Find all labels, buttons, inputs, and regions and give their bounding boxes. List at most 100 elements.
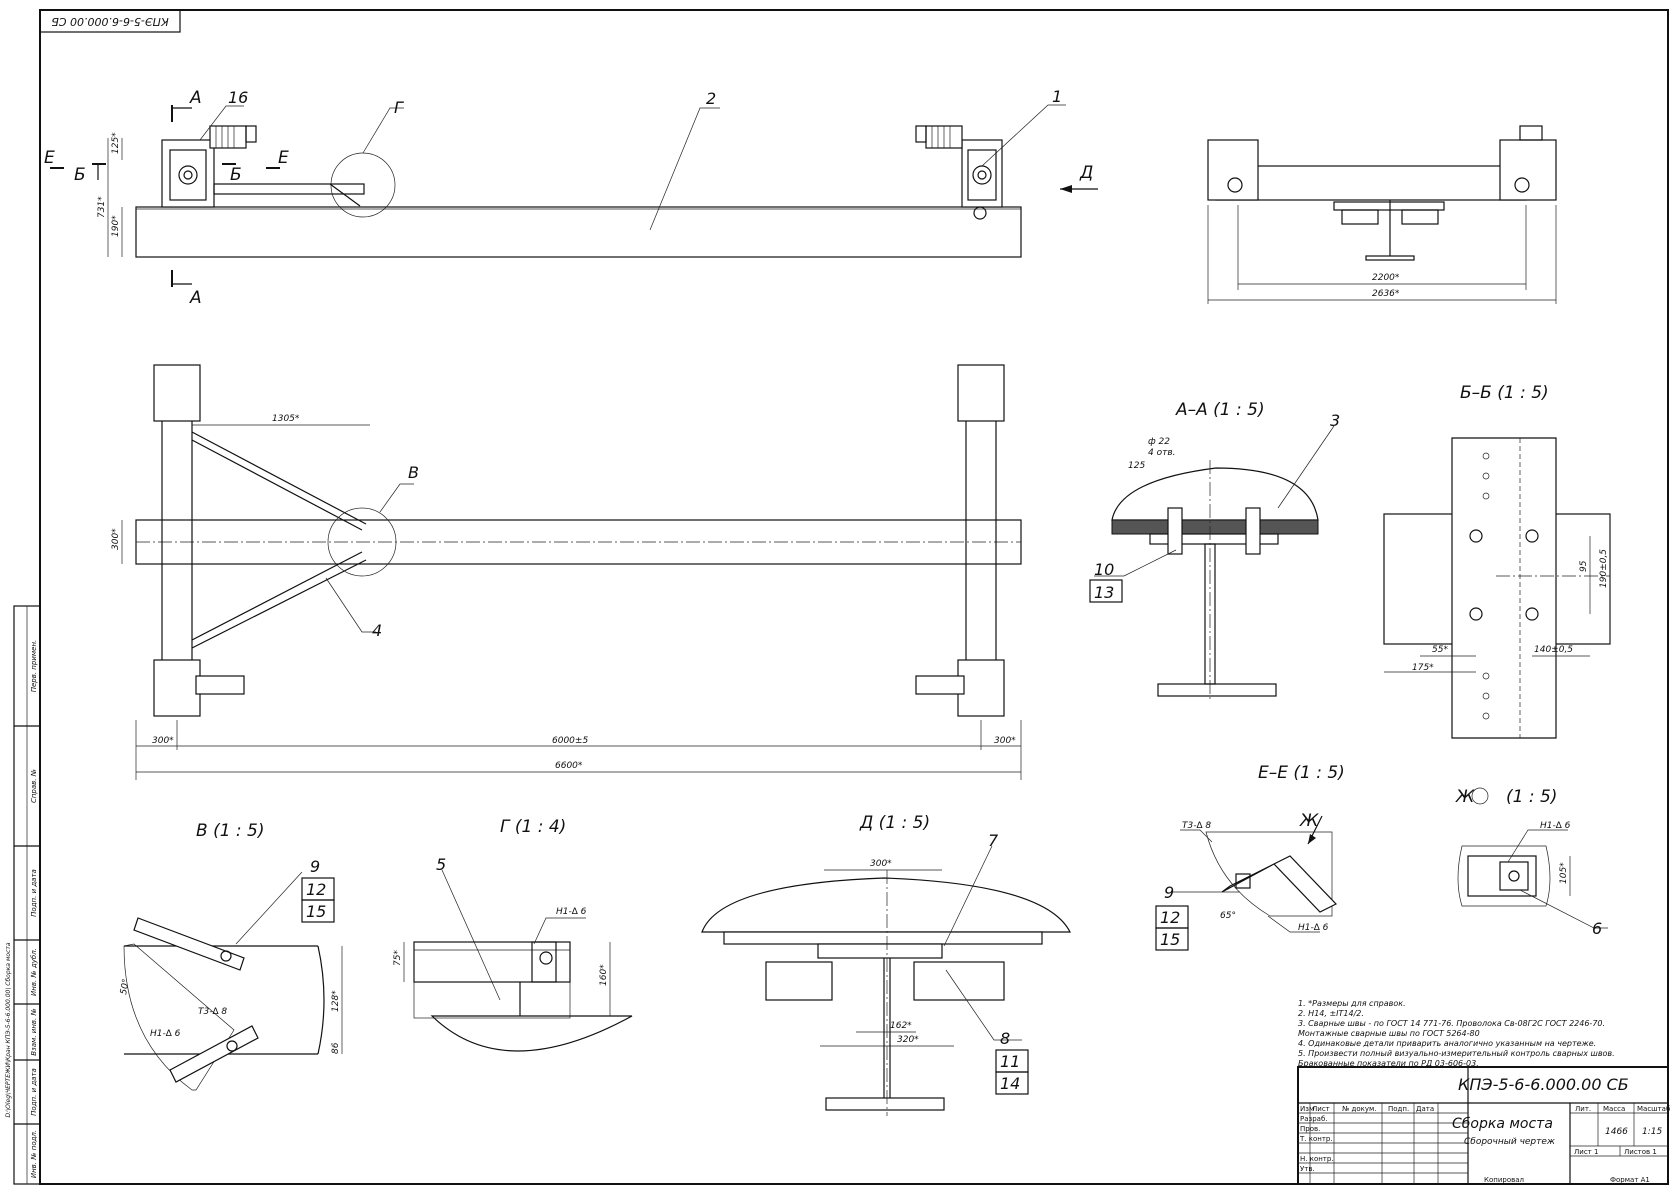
dim-320: 320*	[897, 1035, 919, 1045]
strip-field-3: Подп. и дата	[30, 869, 38, 917]
col-sign: Подп.	[1388, 1105, 1409, 1113]
mass-value: 1466	[1605, 1127, 1628, 1137]
note-1: 1. *Размеры для справок.	[1298, 999, 1406, 1008]
position-3: 3	[1330, 411, 1340, 430]
side-strip: Перв. примен. Справ. № Подп. и дата Инв.…	[5, 605, 41, 1185]
note-2: 2. Н14, ±IT14/2.	[1298, 1009, 1364, 1018]
strip-field-5: Взам. инв. №	[30, 1008, 38, 1056]
dim-6600: 6600*	[555, 761, 583, 771]
strip-field-6: Подп. и дата	[30, 1068, 38, 1116]
section-e-right-label: Е	[278, 148, 289, 168]
position-9-v: 9	[310, 857, 320, 876]
dim-128: 128*	[331, 990, 341, 1012]
title-section-bb: Б–Б (1 : 5)	[1460, 383, 1549, 403]
strip-field-7: Инв. № подл.	[30, 1130, 38, 1178]
role-prov: Пров.	[1300, 1125, 1320, 1133]
dim-95: 95	[1579, 560, 1589, 572]
dim-75: 75*	[393, 950, 403, 966]
weld-h1-zh: Н1-∆ 6	[1540, 821, 1571, 831]
position-12-ee: 12	[1160, 908, 1180, 927]
plan-view: В 4 1305* 300* 300* 6000±5 300* 6600*	[111, 364, 1022, 780]
dim-140-tol: 140±0,5	[1534, 645, 1573, 655]
strip-field-1: Перв. примен.	[30, 640, 38, 693]
weld-t3-v: Т3-∆ 8	[198, 1007, 227, 1017]
position-2: 2	[706, 89, 716, 108]
position-16: 16	[228, 88, 248, 107]
format-label: Формат А1	[1610, 1176, 1650, 1184]
detail-v: В (1 : 5) 9 12 15 50° 128* 86 Т3-∆ 8 Н1-…	[119, 821, 343, 1091]
title-block-code: КПЭ-5-6-6.000.00 СБ	[1458, 1075, 1629, 1094]
position-15-ee: 15	[1160, 930, 1180, 949]
position-9-ee: 9	[1164, 883, 1174, 902]
position-8: 8	[1000, 1029, 1010, 1048]
position-1: 1	[1052, 87, 1062, 106]
dim-125: 125*	[111, 132, 121, 154]
title-detail-g: Г (1 : 4)	[500, 817, 566, 837]
section-b-right-label: Б	[230, 165, 242, 185]
dim-190: 190*	[111, 215, 121, 237]
position-11: 11	[1000, 1052, 1020, 1071]
col-date: Дата	[1416, 1105, 1434, 1113]
section-ee: Е–Е (1 : 5) Ж 9 12 15 65° Т3-∆ 8 Н1-∆ 6	[1155, 763, 1345, 951]
dim-105: 105*	[1559, 862, 1569, 884]
weld-h1-ee: Н1-∆ 6	[1298, 923, 1329, 933]
dim-2200: 2200*	[1372, 273, 1400, 283]
detail-d: Д (1 : 5) 300* 162* 320* 7 8 11 14	[701, 813, 1071, 1116]
dim-2636: 2636*	[1372, 289, 1400, 299]
role-utv: Утв.	[1300, 1165, 1315, 1173]
scale-label: Масштаб	[1637, 1105, 1670, 1113]
scale-value: 1:15	[1642, 1127, 1662, 1137]
title-block-name: Сборка моста	[1452, 1116, 1553, 1132]
dim-160: 160*	[599, 964, 609, 986]
arrow-zh-label: Ж	[1299, 811, 1319, 831]
title-block-doctype: Сборочный чертеж	[1464, 1137, 1556, 1147]
note-5b: Бракованные показатели по РД 03-606-03.	[1298, 1059, 1479, 1068]
role-tkontr: Т. контр.	[1299, 1135, 1333, 1143]
copied-label: Копировал	[1484, 1176, 1524, 1184]
dim-1305: 1305*	[272, 414, 300, 424]
sheets-label: Листов 1	[1624, 1148, 1657, 1156]
position-10: 10	[1094, 560, 1114, 579]
note-3: 3. Сварные швы - по ГОСТ 14 771-76. Пров…	[1298, 1019, 1605, 1028]
col-list: Лист	[1312, 1105, 1330, 1113]
position-15-v: 15	[306, 902, 326, 921]
sheet-frame: КПЭ-5-6-6.000.00 СБ	[39, 9, 1669, 1185]
dim-162: 162*	[890, 1021, 912, 1031]
dim-65deg: 65°	[1220, 911, 1236, 921]
title-detail-zh-scale: (1 : 5)	[1506, 787, 1557, 807]
strip-field-4: Инв. № дубл.	[30, 948, 38, 996]
dim-6000: 6000±5	[552, 736, 588, 746]
dim-300-right: 300*	[994, 736, 1016, 746]
title-section-ee: Е–Е (1 : 5)	[1258, 763, 1345, 783]
strip-field-2: Справ. №	[30, 769, 38, 803]
dim-300-d: 300*	[870, 859, 892, 869]
lit-label: Лит.	[1575, 1105, 1591, 1113]
front-view: Г А А Б Б Е Е Д 16 2 1 125* 190*	[44, 87, 1098, 308]
title-detail-zh: Ж	[1455, 787, 1475, 807]
dim-86: 86	[331, 1042, 341, 1054]
detail-v-marker: В	[408, 463, 419, 482]
title-detail-v: В (1 : 5)	[196, 821, 265, 841]
position-6: 6	[1592, 919, 1602, 938]
section-b-left-label: Б	[74, 165, 86, 185]
position-4: 4	[372, 621, 382, 640]
weld-t3-ee: Т3-∆ 8	[1182, 821, 1211, 831]
weld-h1-g: Н1-∆ 6	[556, 907, 587, 917]
position-5: 5	[436, 855, 446, 874]
side-view-d: 2200* 2636*	[1207, 125, 1557, 304]
dim-50deg: 50°	[119, 978, 132, 995]
dim-300-left: 300*	[152, 736, 174, 746]
section-a-top-label: А	[189, 88, 202, 108]
detail-g: Г (1 : 4) 5 75* 160* Н1-∆ 6	[393, 817, 633, 1052]
position-13: 13	[1094, 583, 1114, 602]
dim-dia22: ф 22	[1148, 437, 1170, 447]
role-nkontr: Н. контр.	[1300, 1155, 1334, 1163]
dim-55: 55*	[1432, 645, 1448, 655]
dim-731: 731*	[97, 196, 107, 218]
sheet-label: Лист 1	[1574, 1148, 1598, 1156]
dim-4holes: 4 отв.	[1148, 448, 1176, 458]
weld-h1-v: Н1-∆ 6	[150, 1029, 181, 1039]
role-razrab: Разраб.	[1300, 1115, 1328, 1123]
view-d-arrow-label: Д	[1079, 163, 1093, 183]
